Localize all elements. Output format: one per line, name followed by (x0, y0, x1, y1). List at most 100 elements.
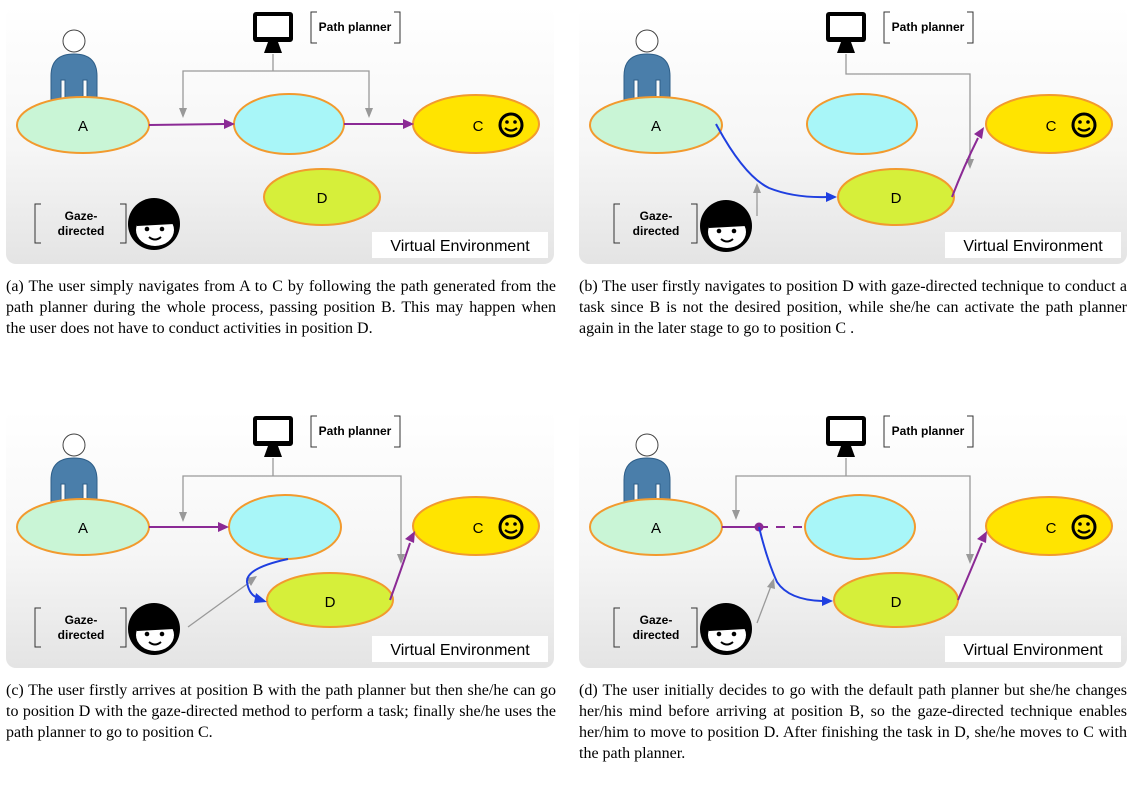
gaze-arrowhead (254, 593, 267, 603)
node-a-label: A (651, 118, 661, 135)
node-c-label: C (1046, 118, 1057, 135)
environment-label: Virtual Environment (963, 238, 1103, 255)
node-c (985, 496, 1113, 556)
connector-arrowhead (397, 554, 405, 564)
planner-connectors (182, 458, 402, 628)
gaze-label-line2: directed (58, 628, 105, 642)
connector-arrowhead (179, 108, 187, 118)
gaze-label-box (613, 203, 698, 244)
planner-arrowhead (405, 531, 415, 543)
path-planner-label: Path planner (892, 424, 965, 438)
gaze-label-box (34, 607, 127, 648)
path-planner-label: Path planner (892, 20, 965, 34)
gaze-face-icon (700, 200, 752, 252)
caption-c-text: (c) The user firstly arrives at position… (6, 682, 556, 741)
gaze-label-box (613, 607, 698, 648)
node-c-label: C (473, 520, 484, 537)
planner-connectors (735, 458, 971, 624)
path-planner-label: Path planner (319, 424, 392, 438)
caption-b-text: (b) The user firstly navigates to positi… (579, 278, 1127, 337)
gaze-label-line1: Gaze- (640, 613, 673, 627)
gaze-label-line2: directed (633, 628, 680, 642)
monitor-icon (253, 416, 293, 457)
planner-path (389, 542, 411, 601)
gaze-label-line1: Gaze- (640, 209, 673, 223)
diagram-b: Path planner A C D Gaze- directed (589, 11, 1121, 258)
gaze-face-icon (128, 603, 180, 655)
monitor-icon (826, 416, 866, 457)
gaze-label-box (34, 203, 127, 244)
node-c (985, 94, 1113, 154)
monitor-icon (253, 12, 293, 53)
node-b (228, 494, 342, 560)
environment-label: Virtual Environment (963, 642, 1103, 659)
gaze-arrowhead (826, 192, 837, 202)
node-b (804, 494, 916, 560)
connector-arrowhead (767, 578, 775, 589)
node-d (263, 168, 381, 226)
user-icon (50, 433, 98, 509)
path-planner-box (310, 11, 401, 44)
gaze-path (715, 123, 828, 199)
gaze-label-line2: directed (633, 224, 680, 238)
caption-d: (d) The user initially decides to go wit… (579, 680, 1127, 764)
monitor-icon (826, 12, 866, 53)
connector-arrowhead (966, 554, 974, 564)
path-planner-box (883, 11, 974, 44)
planner-path (148, 123, 404, 126)
node-c-label: C (1046, 520, 1057, 537)
connector-arrowhead (179, 512, 187, 522)
connector-arrowhead (365, 108, 373, 118)
connector-arrowhead (246, 576, 257, 586)
environment-label: Virtual Environment (390, 642, 530, 659)
panel-d: Path planner A C D Gaze- di (579, 410, 1127, 668)
node-a-label: A (651, 520, 661, 537)
planner-connectors (756, 54, 971, 216)
planner-arrowhead (974, 127, 984, 139)
planner-arrowhead (218, 522, 229, 532)
node-d (266, 572, 394, 628)
environment-label-box (945, 636, 1121, 662)
node-a-label: A (78, 118, 88, 135)
planner-connectors (182, 54, 370, 116)
connector-arrowhead (732, 510, 740, 520)
caption-c: (c) The user firstly arrives at position… (6, 680, 556, 743)
panel-c: Path planner A C D Gaze- directe (6, 410, 554, 668)
panel-b: Path planner A C D Gaze- directed (579, 6, 1127, 264)
planner-path (957, 542, 983, 601)
environment-label-box (372, 636, 548, 662)
diagram-c: Path planner A C D Gaze- directe (16, 415, 548, 662)
diagram-d: Path planner A C D Gaze- di (589, 415, 1121, 662)
gaze-face-icon (128, 198, 180, 250)
node-b (233, 93, 345, 155)
planner-arrowhead (977, 531, 987, 543)
path-planner-box (883, 415, 974, 448)
connector-arrowhead (966, 159, 974, 169)
user-icon (50, 29, 98, 105)
diagram-a: Path planner A C D Gaze- (16, 11, 548, 258)
path-planner-label: Path planner (319, 20, 392, 34)
node-d-label: D (325, 594, 336, 611)
gaze-label-line1: Gaze- (65, 613, 98, 627)
smiley-face-icon (1071, 112, 1097, 138)
node-d (837, 168, 955, 226)
panel-a: Path planner A C D Gaze- (6, 6, 554, 264)
smiley-face-icon (1071, 514, 1097, 540)
gaze-arrowhead (822, 596, 833, 606)
gaze-path (246, 558, 289, 599)
node-c-label: C (473, 118, 484, 135)
caption-b: (b) The user firstly navigates to positi… (579, 276, 1127, 339)
node-b (806, 93, 918, 155)
environment-label: Virtual Environment (390, 238, 530, 255)
caption-a-text: (a) The user simply navigates from A to … (6, 278, 556, 337)
node-c (412, 496, 540, 556)
node-d-label: D (891, 190, 902, 207)
gaze-face-icon (700, 603, 752, 655)
environment-label-box (372, 232, 548, 258)
planner-arrowhead (224, 119, 235, 129)
user-icon (623, 29, 671, 105)
node-d-label: D (317, 190, 328, 207)
planner-path (951, 137, 979, 198)
planner-arrowhead (403, 119, 414, 129)
node-a-label: A (78, 520, 88, 537)
